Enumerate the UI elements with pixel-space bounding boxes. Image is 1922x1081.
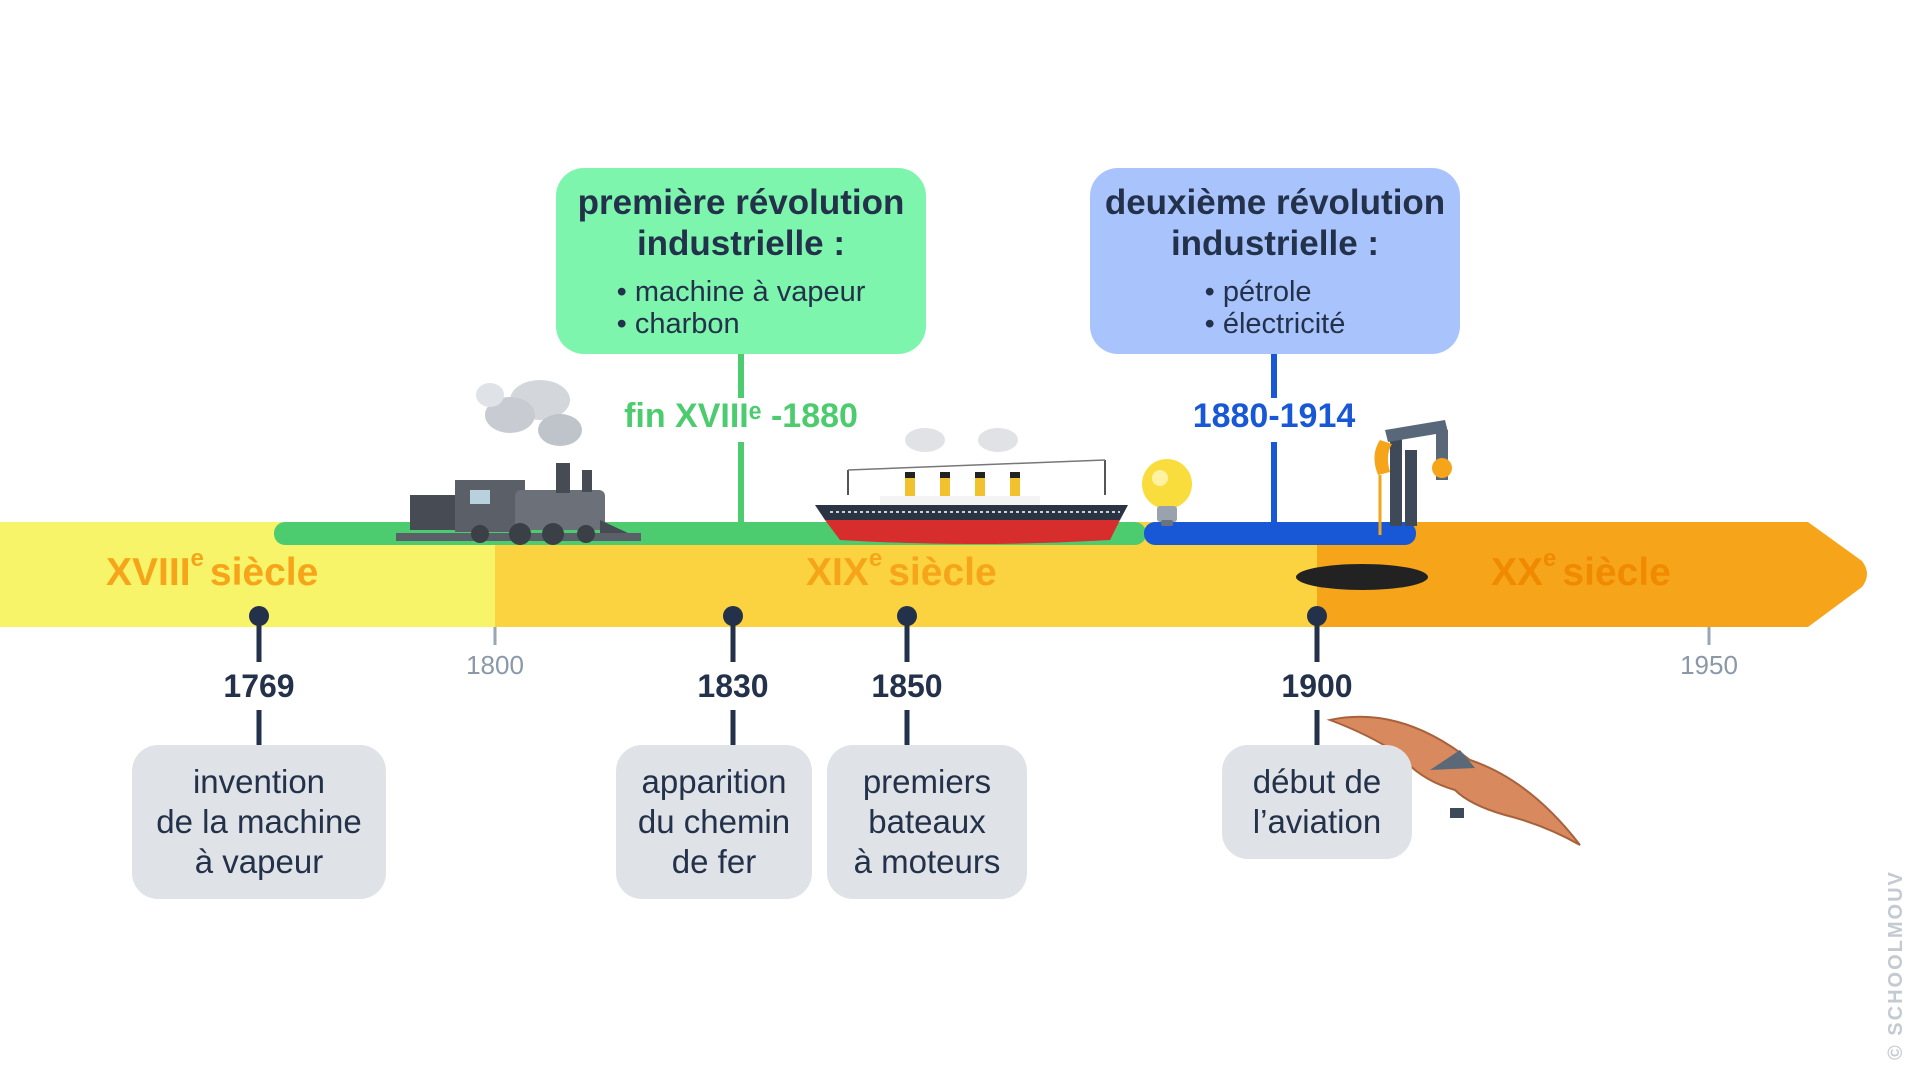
list-item: machine à vapeur	[617, 276, 866, 308]
second-revolution-range: 1880-1914	[1192, 397, 1356, 435]
first-revolution-list: machine à vapeur charbon	[617, 276, 866, 340]
event-box-1830: apparition du chemin de fer	[616, 745, 812, 899]
tick-label-1950: 1950	[1680, 650, 1738, 680]
first-revolution-title: première révolution industrielle :	[578, 182, 905, 264]
tick-label-1800: 1800	[466, 650, 524, 680]
century-numeral: XIX	[806, 551, 869, 594]
century-word: siècle	[209, 551, 319, 594]
event-year-1850: 1850	[871, 668, 943, 704]
event-year-1830: 1830	[697, 668, 769, 704]
oil-puddle-icon	[1296, 564, 1428, 590]
second-revolution-title: deuxième révolution industrielle :	[1105, 182, 1445, 264]
century-superscript: e	[868, 545, 883, 572]
list-item: pétrole	[1205, 276, 1346, 308]
event-text-line: de fer	[671, 843, 757, 880]
steamship-icon	[815, 428, 1128, 544]
event-text-line: invention	[192, 763, 326, 800]
list-item: électricité	[1205, 308, 1346, 340]
event-text-line: début de	[1252, 763, 1382, 800]
century-numeral: XVIII	[106, 551, 191, 594]
oil-pump-icon	[1374, 420, 1452, 535]
first-revolution-title-line1: première révolution	[577, 183, 905, 222]
event-year-1900: 1900	[1281, 668, 1353, 704]
marker-1769	[249, 606, 269, 745]
first-revolution-range: fin XVIIIᵉ -1880	[624, 397, 858, 435]
light-bulb-icon	[1142, 459, 1192, 526]
second-revolution-title-line1: deuxième révolution	[1104, 183, 1446, 222]
event-text-line: à vapeur	[194, 843, 324, 880]
event-text-line: du chemin	[637, 803, 791, 840]
second-revolution-list: pétrole électricité	[1205, 276, 1346, 340]
event-box-1850: premiers bateaux à moteurs	[827, 745, 1027, 899]
event-text-line: bateaux	[868, 803, 986, 840]
band-20th-century-arrow	[1317, 522, 1867, 627]
century-word: siècle	[1562, 551, 1671, 594]
first-revolution-box: première révolution industrielle : machi…	[556, 168, 926, 354]
event-year-1769: 1769	[223, 668, 295, 704]
century-superscript: e	[1543, 545, 1557, 572]
marker-1830	[723, 606, 743, 745]
steam-locomotive-icon	[396, 380, 641, 545]
watermark: © SCHOOLMOUV	[1885, 870, 1907, 1060]
century-word: siècle	[888, 551, 997, 594]
event-text-line: premiers	[862, 763, 992, 800]
event-text-line: apparition	[641, 763, 787, 800]
second-revolution-box: deuxième révolution industrielle : pétro…	[1090, 168, 1460, 354]
marker-1850	[897, 606, 917, 745]
second-revolution-title-line2: industrielle :	[1170, 224, 1380, 263]
event-text-line: à moteurs	[853, 843, 1001, 880]
event-box-1769: invention de la machine à vapeur	[132, 745, 386, 899]
list-item: charbon	[617, 308, 866, 340]
marker-1900	[1307, 606, 1327, 745]
event-text-line: l’aviation	[1252, 803, 1382, 840]
event-text-line: de la machine	[156, 803, 362, 840]
event-box-1900: début de l’aviation	[1222, 745, 1412, 859]
first-revolution-title-line2: industrielle :	[636, 224, 846, 263]
second-revolution-segment	[1144, 522, 1416, 545]
century-numeral: XX	[1491, 551, 1544, 594]
century-superscript: e	[190, 545, 204, 572]
